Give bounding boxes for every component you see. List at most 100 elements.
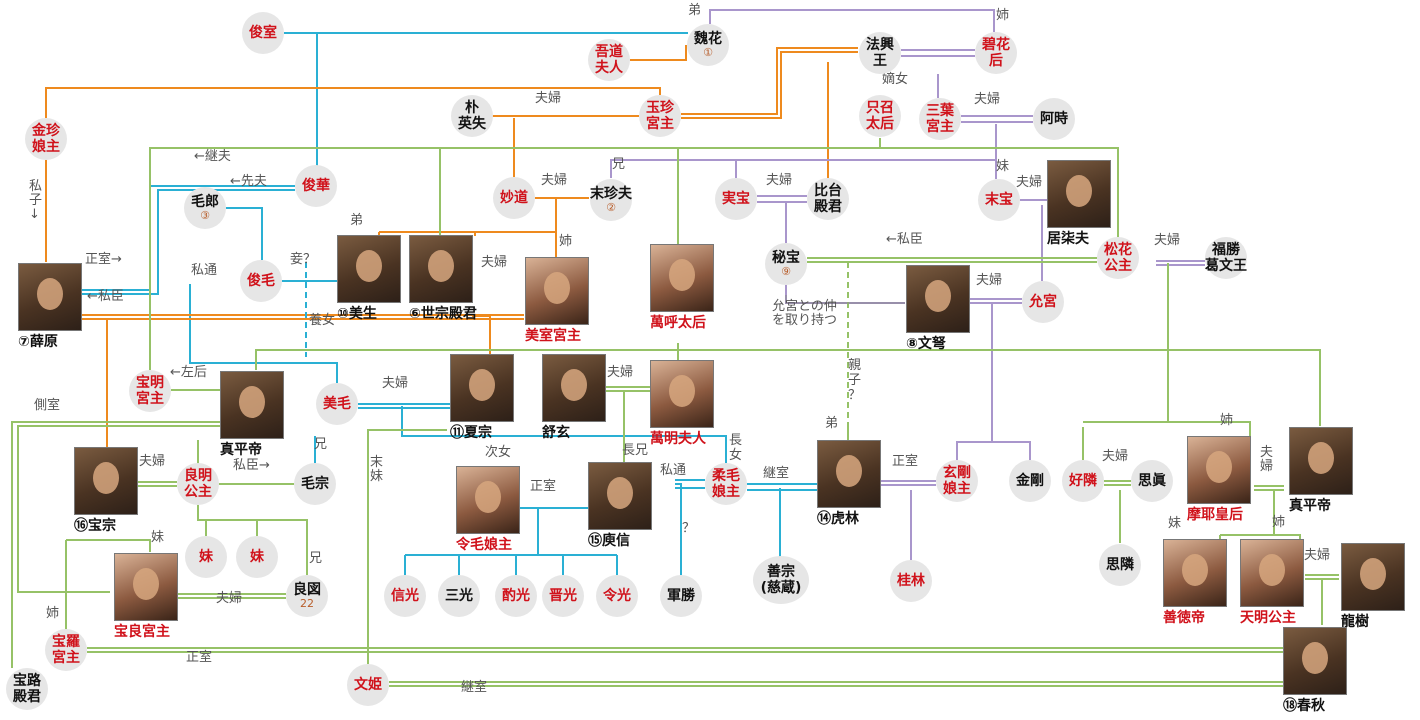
relation-label: 養女 [309,313,336,328]
portrait-shunju [1283,627,1347,695]
portrait-name-maya: 摩耶皇后 [1187,507,1243,523]
portrait-jogen [542,354,606,422]
relation-label: 正室 [530,479,557,494]
relation-label: 弟 [825,416,839,431]
relation-label: 夫婦 [1102,449,1129,464]
relation-label: 妹 [370,469,384,484]
relation-label: 末 [370,455,384,470]
portrait-name-zentoku: 善徳帝 [1163,610,1205,626]
portrait-name-mankotaigo: 萬呼太后 [650,315,706,331]
person-node-kinko: 金剛 [1009,460,1051,502]
person-node-shuko: 酌光 [495,575,537,617]
person-node-kinchin: 金珍娘主 [25,118,67,160]
relation-label: 私通 [191,263,218,278]
relation-label: 妹 [996,159,1010,174]
portrait-mishil [525,257,589,325]
portrait-korin2 [817,440,881,508]
person-node-shinko2: 晋光 [542,575,584,617]
relation-label: 正室 [892,454,919,469]
portrait-mankotaigo [650,244,714,312]
relation-label: 夫婦 [541,173,568,188]
relation-label: 兄 [612,157,626,172]
portrait-tenmei [1240,539,1304,607]
portrait-reimo [456,466,520,534]
relation-label: 子 [848,373,862,388]
portrait-ryuju [1341,543,1405,611]
relation-label: 兄 [314,437,328,452]
relation-label: 子 [29,193,43,208]
person-node-junka: 俊華 [295,165,337,207]
portrait-name-ryuju: 龍樹 [1341,614,1369,630]
person-node-inkyu: 允宮 [1022,281,1064,323]
relation-label: 夫婦 [976,273,1003,288]
relation-label: ←継夫 [194,149,231,164]
person-node-aji: 阿時 [1033,98,1075,140]
relation-label: 姉 [46,606,60,621]
portrait-name-jogen: 舒玄 [542,425,570,441]
relation-label: 次女 [485,445,512,460]
portrait-name-shinpei2: 真平帝 [1289,498,1331,514]
portrait-setsugen [18,263,82,331]
portrait-bisei [337,235,401,303]
relation-label: ←左后 [170,365,207,380]
relation-label: を取り持つ [772,313,838,328]
relation-label: 姉 [996,8,1010,23]
relation-label: 継室 [461,680,488,695]
relation-label: 夫 [1260,445,1274,460]
portrait-name-horyo: 宝良宮主 [114,624,170,640]
relation-label: 妹 [1168,516,1182,531]
person-node-korin: 好隣 [1062,460,1104,502]
portrait-name-korin2: ⑭虎林 [817,511,859,527]
portrait-maya [1187,436,1251,504]
portrait-name-kaso: ⑪夏宗 [450,425,492,441]
relation-label: 夫婦 [1154,233,1181,248]
gray-arrow-line [785,295,905,304]
portrait-sejong [409,235,473,303]
person-node-shishin: 思眞 [1131,460,1173,502]
portrait-name-sejong: ⑥世宗殿君 [409,306,477,322]
relation-label: 私通 [660,463,687,478]
person-node-boku: 朴英失 [451,95,493,137]
person-node-shirin: 思隣 [1099,544,1141,586]
person-node-imo1: 妹 [185,536,227,578]
relation-label: ←先夫 [230,174,267,189]
person-node-imo2: 妹 [236,536,278,578]
portrait-buntetsu [906,265,970,333]
person-node-ryomei: 良明公主 [177,463,219,505]
portrait-kaso [450,354,514,422]
relation-label: 夫婦 [1016,175,1043,190]
relation-label: 夫婦 [382,376,409,391]
relation-label: 妹 [151,530,165,545]
person-node-junmo: 柔毛娘主 [705,463,747,505]
portrait-name-shinpei1: 真平帝 [220,442,262,458]
relation-label: 私臣→ [233,458,270,473]
person-node-horachu: 宝羅宮主 [45,629,87,671]
relation-label: 夫婦 [481,255,508,270]
relation-label: 夫婦 [139,454,166,469]
person-node-shoka: 松花公主 [1097,237,1139,279]
person-node-bimo: 美毛 [316,383,358,425]
relation-label: 正室→ [85,252,122,267]
person-node-homei: 宝明宮主 [129,370,171,412]
relation-label: 夫婦 [974,92,1001,107]
relation-label: 継室 [763,466,790,481]
relation-label: 夫婦 [216,591,243,606]
portrait-horyo [114,553,178,621]
person-node-hidai: 比台殿君 [807,178,849,220]
blue-lineage-lines [80,32,818,575]
portrait-name-buntetsu: ⑧文弩 [906,336,946,352]
person-node-shunmo: 俊毛 [240,260,282,302]
portrait-name-setsugen: ⑦薛原 [18,334,58,350]
relation-label: ←私臣 [87,289,124,304]
relation-label: 女 [729,448,743,463]
person-node-sanyo: 三葉宮主 [919,98,961,140]
relation-label: 允宮との仲 [772,299,837,314]
person-node-matsuho: 末宝 [978,179,1020,221]
